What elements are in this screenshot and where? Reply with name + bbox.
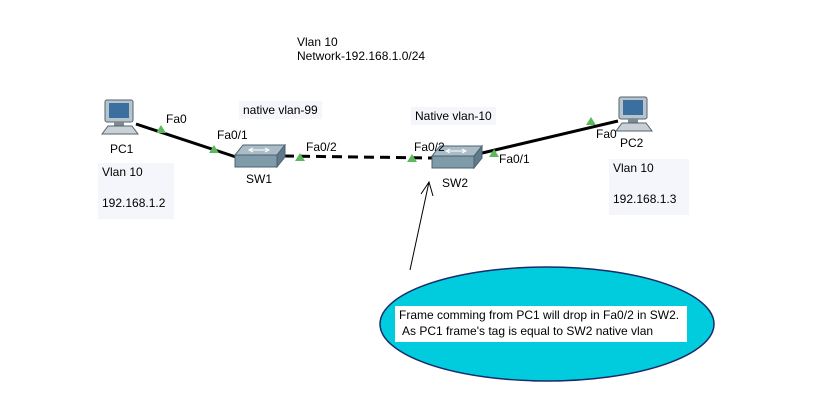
callout-text-box: Frame comming from PC1 will drop in Fa0/… [395, 306, 687, 342]
port-indicator-sw2-fa01 [489, 149, 499, 157]
sw1-switch-icon[interactable] [233, 143, 287, 169]
pc2-vlan: Vlan 10 [613, 161, 654, 175]
pc2-info-note: Vlan 10 192.168.1.3 [609, 159, 689, 215]
pc1-port-label: Fa0 [166, 112, 187, 126]
link-sw1-sw2-trunk [283, 154, 433, 160]
port-indicator-pc1-fa0 [156, 125, 166, 133]
callout-arrow-head [420, 180, 434, 197]
port-indicator-sw1-fa01 [209, 145, 219, 153]
sw2-switch-icon[interactable] [430, 144, 484, 170]
callout-line-1: Frame comming from PC1 will drop in Fa0/… [399, 308, 680, 322]
pc1-vlan: Vlan 10 [102, 165, 143, 179]
pc2-computer-icon[interactable] [614, 95, 654, 135]
pc1-name: PC1 [110, 142, 134, 156]
port-indicator-sw2-fa02 [407, 154, 417, 162]
port-indicator-sw1-fa02 [295, 153, 305, 161]
network-note-vlan: Vlan 10 [297, 35, 338, 49]
pc2-ip: 192.168.1.3 [613, 192, 677, 206]
sw1-native-vlan-label: native vlan-99 [239, 101, 322, 119]
callout-line-2: As PC1 frame's tag is equal to SW2 nativ… [402, 324, 654, 338]
link-pc1-sw1 [135, 122, 237, 159]
pc2-port-label: Fa0 [596, 127, 617, 141]
sw2-name: SW2 [442, 176, 469, 190]
callout-arrow [409, 181, 430, 271]
link-sw2-pc2 [477, 119, 619, 156]
sw1-fa01-label: Fa0/1 [217, 128, 248, 142]
pc1-info-note: Vlan 10 192.168.1.2 [98, 163, 174, 219]
sw2-fa02-label: Fa0/2 [414, 140, 445, 154]
sw1-name: SW1 [246, 172, 273, 186]
sw2-fa01-label: Fa0/1 [499, 152, 530, 166]
sw1-fa02-label: Fa0/2 [306, 140, 337, 154]
pc2-name: PC2 [620, 136, 644, 150]
port-indicator-pc2-fa0 [586, 117, 596, 125]
sw2-native-vlan-label: Native vlan-10 [411, 107, 496, 125]
pc1-ip: 192.168.1.2 [102, 196, 166, 210]
network-note-subnet: Network-192.168.1.0/24 [297, 49, 426, 63]
pc1-computer-icon[interactable] [100, 98, 140, 138]
network-note: Vlan 10 Network-192.168.1.0/24 [293, 33, 430, 65]
